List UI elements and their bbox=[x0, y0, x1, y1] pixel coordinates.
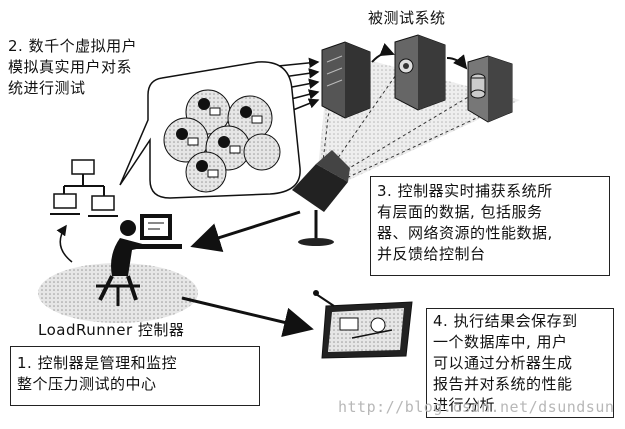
note-data-capture: 3. 控制器实时捕获系统所 有层面的数据, 包括服务 器、网络资源的性能数据, … bbox=[377, 182, 553, 263]
system-under-test-label: 被测试系统 bbox=[368, 9, 446, 27]
camera-icon bbox=[292, 150, 350, 246]
network-computers-icon bbox=[50, 159, 118, 217]
note-results-box: 4. 执行结果会保存到 一个数据库中, 用户 可以通过分析器生成 报告并对系统的… bbox=[426, 308, 614, 418]
note-results: 4. 执行结果会保存到 一个数据库中, 用户 可以通过分析器生成 报告并对系统的… bbox=[433, 312, 578, 414]
note-controller-center: 1. 控制器是管理和监控 整个压力测试的中心 bbox=[17, 354, 178, 393]
virtual-users-icon bbox=[163, 89, 281, 193]
server-icon bbox=[394, 34, 446, 111]
watermark-url: http://blog.csdn.net/dsundsun bbox=[338, 398, 615, 416]
note-controller-center-box: 1. 控制器是管理和监控 整个压力测试的中心 bbox=[10, 346, 260, 406]
note-virtual-users: 2. 数千个虚拟用户 模拟真实用户对系 统进行测试 bbox=[8, 37, 138, 97]
analysis-monitor-icon bbox=[313, 290, 413, 359]
controller-label: LoadRunner 控制器 bbox=[38, 321, 185, 339]
server-icon bbox=[321, 41, 371, 119]
note-data-capture-box: 3. 控制器实时捕获系统所 有层面的数据, 包括服务 器、网络资源的性能数据, … bbox=[370, 176, 610, 276]
operator-workstation-icon bbox=[96, 214, 182, 306]
server-icon bbox=[467, 55, 513, 123]
